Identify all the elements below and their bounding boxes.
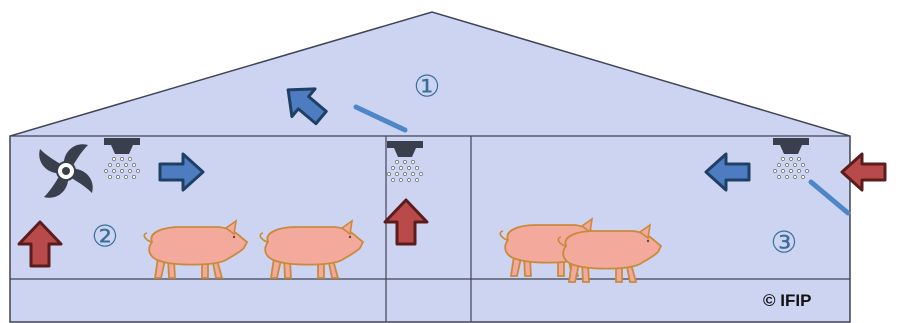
label-1: ① <box>414 70 441 105</box>
mist-line-roof <box>353 104 408 133</box>
label-3: ③ <box>771 226 798 261</box>
fan-icon <box>39 144 93 198</box>
mist-line-right <box>808 179 851 216</box>
copyright-text: © IFIP <box>763 291 811 310</box>
label-2: ② <box>92 220 119 255</box>
